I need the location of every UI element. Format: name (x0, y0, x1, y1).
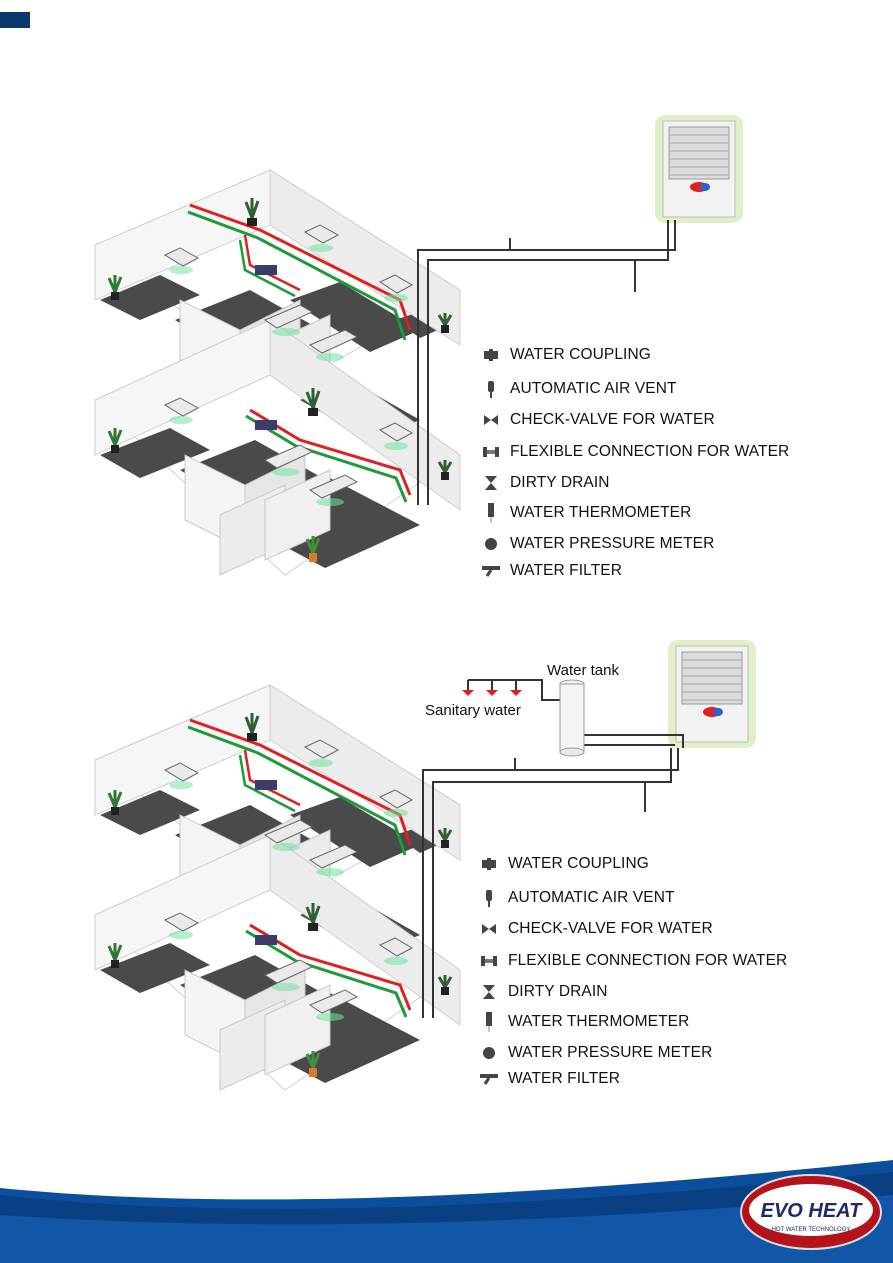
legend-item: CHECK-VALVE FOR WATER (480, 408, 715, 432)
dirty-drain-icon (478, 982, 500, 1002)
legend-item: WATER FILTER (480, 559, 622, 583)
heat-pump-unit-bottom (667, 639, 757, 749)
legend-item: AUTOMATIC AIR VENT (478, 886, 675, 910)
legend-item: DIRTY DRAIN (480, 471, 610, 495)
water-filter-icon (480, 561, 502, 581)
corner-marker (0, 12, 30, 28)
legend-item: WATER PRESSURE METER (480, 532, 714, 556)
svg-text:HOT WATER TECHNOLOGY: HOT WATER TECHNOLOGY (772, 1227, 851, 1233)
dirty-drain-icon (480, 473, 502, 493)
sanitary-water-label: Sanitary water (425, 702, 521, 719)
svg-text:EVO HEAT: EVO HEAT (761, 1200, 864, 1222)
legend-item: WATER PRESSURE METER (478, 1041, 712, 1065)
piping-top (417, 220, 676, 505)
heat-pump-unit-top (654, 114, 744, 224)
legend-top: WATER COUPLING AUTOMATIC AIR VENT CHECK-… (480, 343, 880, 583)
legend-item: FLEXIBLE CONNECTION FOR WATER (478, 949, 787, 973)
piping-bottom (422, 679, 684, 1018)
flexible-connection-icon (480, 442, 502, 462)
legend-item: AUTOMATIC AIR VENT (480, 377, 677, 401)
water-coupling-icon (478, 854, 500, 874)
legend-item: WATER FILTER (478, 1067, 620, 1091)
water-pressure-meter-icon (480, 534, 502, 554)
building-diagram-top (93, 168, 462, 577)
legend-item: WATER THERMOMETER (480, 501, 691, 525)
water-thermometer-icon (478, 1012, 500, 1032)
legend-bottom: WATER COUPLING AUTOMATIC AIR VENT CHECK-… (478, 852, 878, 1092)
legend-item: WATER THERMOMETER (478, 1010, 689, 1034)
check-valve-icon (480, 410, 502, 430)
flexible-connection-icon (478, 951, 500, 971)
automatic-air-vent-icon (480, 379, 502, 399)
legend-item: CHECK-VALVE FOR WATER (478, 917, 713, 941)
water-coupling-icon (480, 345, 502, 365)
water-pressure-meter-icon (478, 1043, 500, 1063)
legend-item: FLEXIBLE CONNECTION FOR WATER (480, 440, 789, 464)
legend-item: WATER COUPLING (478, 852, 649, 876)
water-tank (559, 679, 585, 757)
legend-item: DIRTY DRAIN (478, 980, 608, 1004)
sanitary-outlets (462, 690, 522, 696)
water-thermometer-icon (480, 503, 502, 523)
automatic-air-vent-icon (478, 888, 500, 908)
evoheat-logo: EVO HEAT HOT WATER TECHNOLOGY (740, 1174, 882, 1250)
footer-band (0, 1160, 893, 1263)
building-diagram-bottom (93, 683, 462, 1092)
water-filter-icon (478, 1069, 500, 1089)
legend-item: WATER COUPLING (480, 343, 651, 367)
check-valve-icon (478, 919, 500, 939)
water-tank-label: Water tank (547, 662, 619, 679)
